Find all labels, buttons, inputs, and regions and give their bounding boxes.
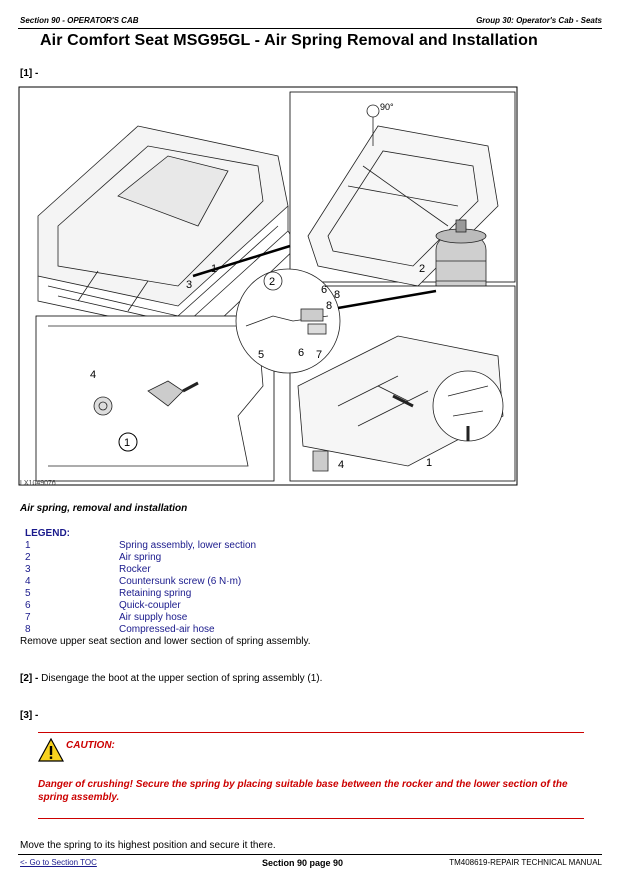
legend-title: LEGEND: [25,528,70,539]
page-title: Air Comfort Seat MSG95GL - Air Spring Re… [40,32,538,49]
quick-coupler-detail [235,268,341,374]
callout-5: 5 [258,349,264,361]
callout-6: 6 [298,347,304,359]
move-instruction: Move the spring to its highest position … [20,840,276,851]
section-toc-link[interactable]: <- Go to Section TOC [20,858,97,867]
callout-3: 3 [186,279,192,291]
caution-title: CAUTION: [66,740,115,751]
step-1-label: [1] - [20,68,39,79]
callout-1b: 1 [426,457,432,469]
caution-bottom-rule [38,818,584,819]
callout-7: 7 [316,349,322,361]
step-3-label: [3] - [20,710,39,721]
air-spring-illustration: 1 2 3 4 5 6 7 8 1 2 4 1 6 8 90° [18,86,518,486]
callout-2-circle: 2 [269,276,275,288]
rotation-angle: 90° [380,102,394,112]
callout-8b: 8 [326,300,332,312]
callout-1-ring [118,432,138,452]
section-header: Section 90 - OPERATOR'S CAB [20,16,139,25]
figure-caption: Air spring, removal and installation [20,503,188,514]
callout-6b: 6 [321,284,327,296]
page-number: Section 90 page 90 [262,858,344,868]
warning-triangle-icon [38,738,64,762]
manual-name: TM408619-REPAIR TECHNICAL MANUAL [449,858,602,867]
step-2: [2] - Disengage the boot at the upper se… [20,673,323,684]
caution-text: Danger of crushing! Secure the spring by… [38,779,568,803]
leader-lines [192,244,437,310]
callout-8: 8 [334,289,340,301]
footer-rule [18,854,602,855]
base-detail [289,285,516,482]
seat-assembly-drawing [37,125,299,342]
group-header: Group 30: Operator's Cab - Seats [476,16,602,25]
header-rule [18,28,602,29]
callout-1-circle: 1 [124,437,130,449]
callout-4b: 4 [338,459,344,471]
callout-1: 1 [211,263,217,275]
figure-id: LX1049076 [20,480,56,487]
lower-section-detail [35,315,275,482]
callout-2: 2 [419,263,425,275]
callout-4: 4 [90,369,96,381]
remove-instruction: Remove upper seat section and lower sect… [20,636,311,647]
caution-top-rule [38,732,584,733]
